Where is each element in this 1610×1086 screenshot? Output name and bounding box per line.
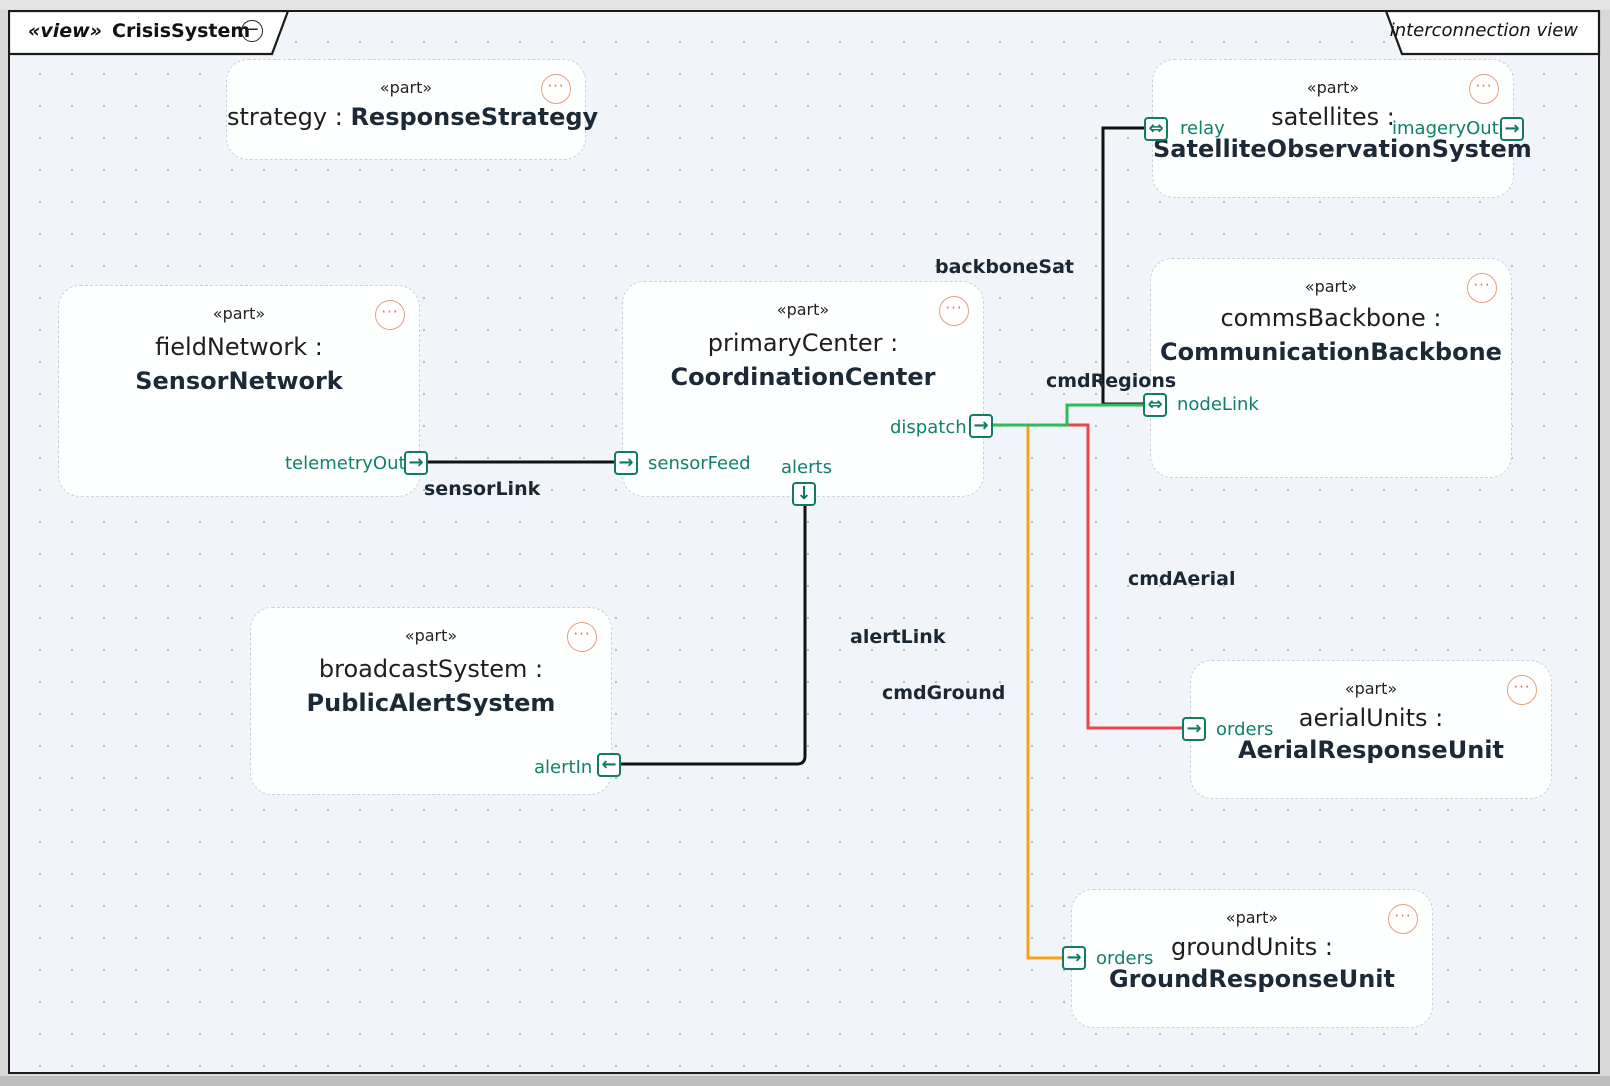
port-imagery-out-icon[interactable]: → [1500, 117, 1524, 141]
port-ground-orders-label: orders [1096, 948, 1154, 969]
port-sensor-feed-icon[interactable]: → [614, 451, 638, 475]
port-imagery-out-label: imageryOut [1392, 118, 1499, 139]
part-stereotype: «part» [404, 626, 458, 645]
port-relay-icon[interactable]: ⇔ [1144, 117, 1168, 141]
part-name: satellites : [1271, 103, 1395, 131]
part-type: PublicAlertSystem [306, 689, 556, 717]
more-options-icon[interactable]: ··· [1388, 904, 1418, 934]
port-alerts-icon[interactable]: ↓ [792, 482, 816, 506]
connection-label-alert-link[interactable]: alertLink [850, 626, 946, 648]
part-broadcast-system[interactable]: ··· «part» broadcastSystem : PublicAlert… [250, 607, 612, 795]
part-stereotype: «part» [212, 304, 266, 323]
window-top-strip [0, 0, 1610, 10]
part-type: SatelliteObservationSystem [1153, 135, 1532, 163]
connection-label-cmd-regions[interactable]: cmdRegions [1046, 370, 1177, 392]
window-bottom-strip [0, 1076, 1610, 1086]
connection-label-cmd-aerial[interactable]: cmdAerial [1128, 568, 1236, 590]
connection-alert-link[interactable] [620, 506, 807, 766]
part-type: CoordinationCenter [670, 363, 936, 391]
part-type: ResponseStrategy [350, 103, 599, 131]
part-name: broadcastSystem : [318, 655, 544, 683]
collapse-icon[interactable]: − [241, 20, 263, 42]
port-telemetry-out-icon[interactable]: → [404, 451, 428, 475]
connection-cmd-regions[interactable] [993, 403, 1144, 427]
connection-cmd-aerial[interactable] [1058, 423, 1182, 730]
connection-backbone-sat[interactable] [1101, 126, 1144, 406]
part-name: primaryCenter : [707, 329, 899, 357]
part-name: strategy : [227, 103, 351, 131]
part-stereotype: «part» [1344, 679, 1398, 698]
more-options-icon[interactable]: ··· [567, 622, 597, 652]
part-stereotype: «part» [379, 78, 433, 97]
part-type: SensorNetwork [135, 367, 343, 395]
part-aerial-units[interactable]: ··· «part» aerialUnits : AerialResponseU… [1190, 660, 1552, 799]
more-options-icon[interactable]: ··· [1507, 675, 1537, 705]
connection-label-cmd-ground[interactable]: cmdGround [882, 682, 1006, 704]
more-options-icon[interactable]: ··· [1469, 74, 1499, 104]
view-title: «view» CrisisSystem [28, 20, 250, 42]
view-name: CrisisSystem [112, 20, 251, 42]
port-node-link-label: nodeLink [1177, 394, 1259, 415]
part-comms-backbone[interactable]: ··· «part» commsBackbone : Communication… [1150, 258, 1512, 478]
port-alerts-label: alerts [781, 457, 832, 478]
part-strategy[interactable]: ··· «part» strategy : ResponseStrategy [226, 59, 598, 160]
part-type: AerialResponseUnit [1238, 736, 1504, 764]
port-alert-in-label: alertIn [534, 757, 593, 778]
view-mode-label: interconnection view [1389, 20, 1578, 41]
part-name: aerialUnits : [1298, 704, 1444, 732]
part-name: commsBackbone : [1220, 304, 1442, 332]
port-dispatch-icon[interactable]: → [969, 414, 993, 438]
connection-label-backbone-sat[interactable]: backboneSat [935, 256, 1074, 278]
more-options-icon[interactable]: ··· [939, 296, 969, 326]
part-field-network[interactable]: ··· «part» fieldNetwork : SensorNetwork [58, 285, 420, 497]
connection-cmd-ground[interactable] [1026, 425, 1062, 960]
part-stereotype: «part» [1225, 908, 1279, 927]
part-satellites[interactable]: ··· «part» satellites : SatelliteObserva… [1152, 59, 1532, 198]
port-ground-orders-icon[interactable]: → [1062, 946, 1086, 970]
part-stereotype: «part» [1306, 78, 1360, 97]
part-type: CommunicationBackbone [1160, 338, 1502, 366]
port-aerial-orders-label: orders [1216, 719, 1274, 740]
view-mode-tab [1385, 10, 1601, 56]
part-type: GroundResponseUnit [1108, 965, 1395, 993]
port-aerial-orders-icon[interactable]: → [1182, 717, 1206, 741]
part-name: groundUnits : [1171, 933, 1333, 961]
view-title-tab [8, 10, 290, 56]
more-options-icon[interactable]: ··· [375, 300, 405, 330]
port-node-link-icon[interactable]: ⇔ [1143, 393, 1167, 417]
port-alert-in-icon[interactable]: ← [597, 753, 621, 777]
connection-label-sensor-link[interactable]: sensorLink [424, 478, 541, 500]
port-dispatch-label: dispatch [890, 417, 967, 438]
more-options-icon[interactable]: ··· [541, 74, 571, 104]
part-name: fieldNetwork : [155, 333, 323, 361]
port-sensor-feed-label: sensorFeed [648, 453, 751, 474]
view-keyword: «view» [28, 20, 103, 42]
part-primary-center[interactable]: ··· «part» primaryCenter : CoordinationC… [622, 281, 984, 497]
port-telemetry-out-label: telemetryOut [285, 453, 406, 474]
part-stereotype: «part» [1304, 277, 1358, 296]
port-relay-label: relay [1180, 118, 1225, 139]
part-stereotype: «part» [776, 300, 830, 319]
more-options-icon[interactable]: ··· [1467, 273, 1497, 303]
